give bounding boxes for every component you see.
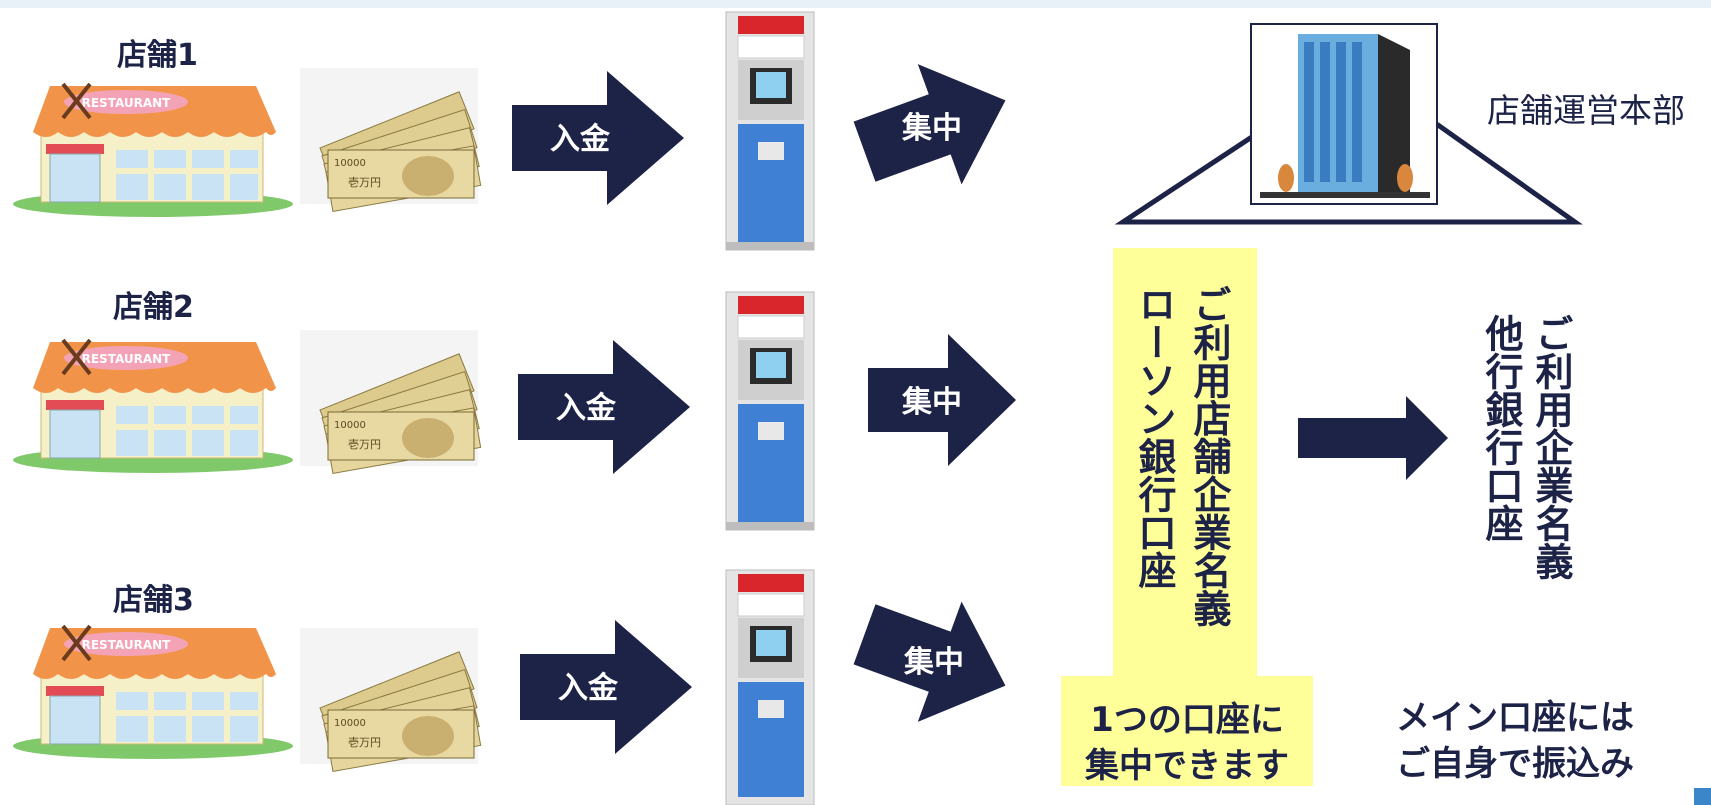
store-2-label: 店舗2 xyxy=(113,290,194,325)
other-account-bank-text: 他行銀行口座 xyxy=(1479,314,1523,542)
lawson-account-highlight xyxy=(1113,248,1257,688)
centralize-arrow-3-label: 集中 xyxy=(903,645,964,680)
headquarters-label: 店舗運営本部 xyxy=(1487,91,1685,130)
lawson-account-bank-text: ローソン銀行口座 xyxy=(1132,285,1176,589)
deposit-arrow-3: 入金 xyxy=(520,620,692,754)
transfer-arrow xyxy=(1298,396,1448,480)
top-border-strip xyxy=(0,0,1711,8)
single-account-note-line1: 1つの口座に xyxy=(1090,700,1284,740)
centralize-arrow-1-label: 集中 xyxy=(901,111,962,146)
store-2-sign: RESTAURANT xyxy=(82,352,172,366)
corner-marker xyxy=(1694,788,1711,805)
store-1-label: 店舗1 xyxy=(117,38,198,73)
banknotes-store-1-icon: 10000 壱万円 xyxy=(300,68,482,212)
atm-2-icon xyxy=(725,291,815,531)
banknote-denomination-2: 10000 xyxy=(334,420,366,431)
atm-3-icon xyxy=(725,569,815,805)
restaurant-store-1-icon: RESTAURANT xyxy=(13,82,293,217)
deposit-arrow-2: 入金 xyxy=(518,340,690,474)
single-account-note-box xyxy=(1061,676,1313,786)
lawson-account-owner-text: ご利用店舗企業名義 xyxy=(1187,285,1231,627)
centralize-arrow-2: 集中 xyxy=(868,334,1016,466)
banknotes-store-2-icon: 10000 壱万円 xyxy=(300,330,482,474)
banknote-denomination-1: 10000 xyxy=(334,158,366,169)
deposit-arrow-1-label: 入金 xyxy=(550,122,611,157)
main-account-note-line2: ご自身で振込み xyxy=(1396,744,1634,784)
deposit-arrow-1: 入金 xyxy=(512,71,684,205)
store-3-label: 店舗3 xyxy=(113,583,194,618)
store-1-sign: RESTAURANT xyxy=(82,96,172,110)
restaurant-store-2-icon: RESTAURANT xyxy=(13,338,293,473)
banknote-denomination-3: 10000 xyxy=(334,718,366,729)
banknote-kanji-1: 壱万円 xyxy=(348,175,381,189)
banknote-kanji-3: 壱万円 xyxy=(348,735,381,749)
banknote-kanji-2: 壱万円 xyxy=(348,437,381,451)
headquarters-building-icon xyxy=(1114,23,1583,225)
deposit-arrow-2-label: 入金 xyxy=(556,391,617,426)
main-account-note-line1: メイン口座には xyxy=(1396,698,1634,738)
deposit-arrow-3-label: 入金 xyxy=(558,671,619,706)
banknotes-store-3-icon: 10000 壱万円 xyxy=(300,628,482,772)
centralize-arrow-2-label: 集中 xyxy=(901,385,962,420)
other-account-owner-text: ご利用企業名義 xyxy=(1529,314,1573,580)
centralize-arrow-1: 集中 xyxy=(853,64,1006,185)
store-3-sign: RESTAURANT xyxy=(82,638,172,652)
atm-1-icon xyxy=(725,11,815,251)
restaurant-store-3-icon: RESTAURANT xyxy=(13,624,293,759)
centralize-arrow-3: 集中 xyxy=(853,601,1006,722)
single-account-note-line2: 集中できます xyxy=(1085,746,1289,786)
